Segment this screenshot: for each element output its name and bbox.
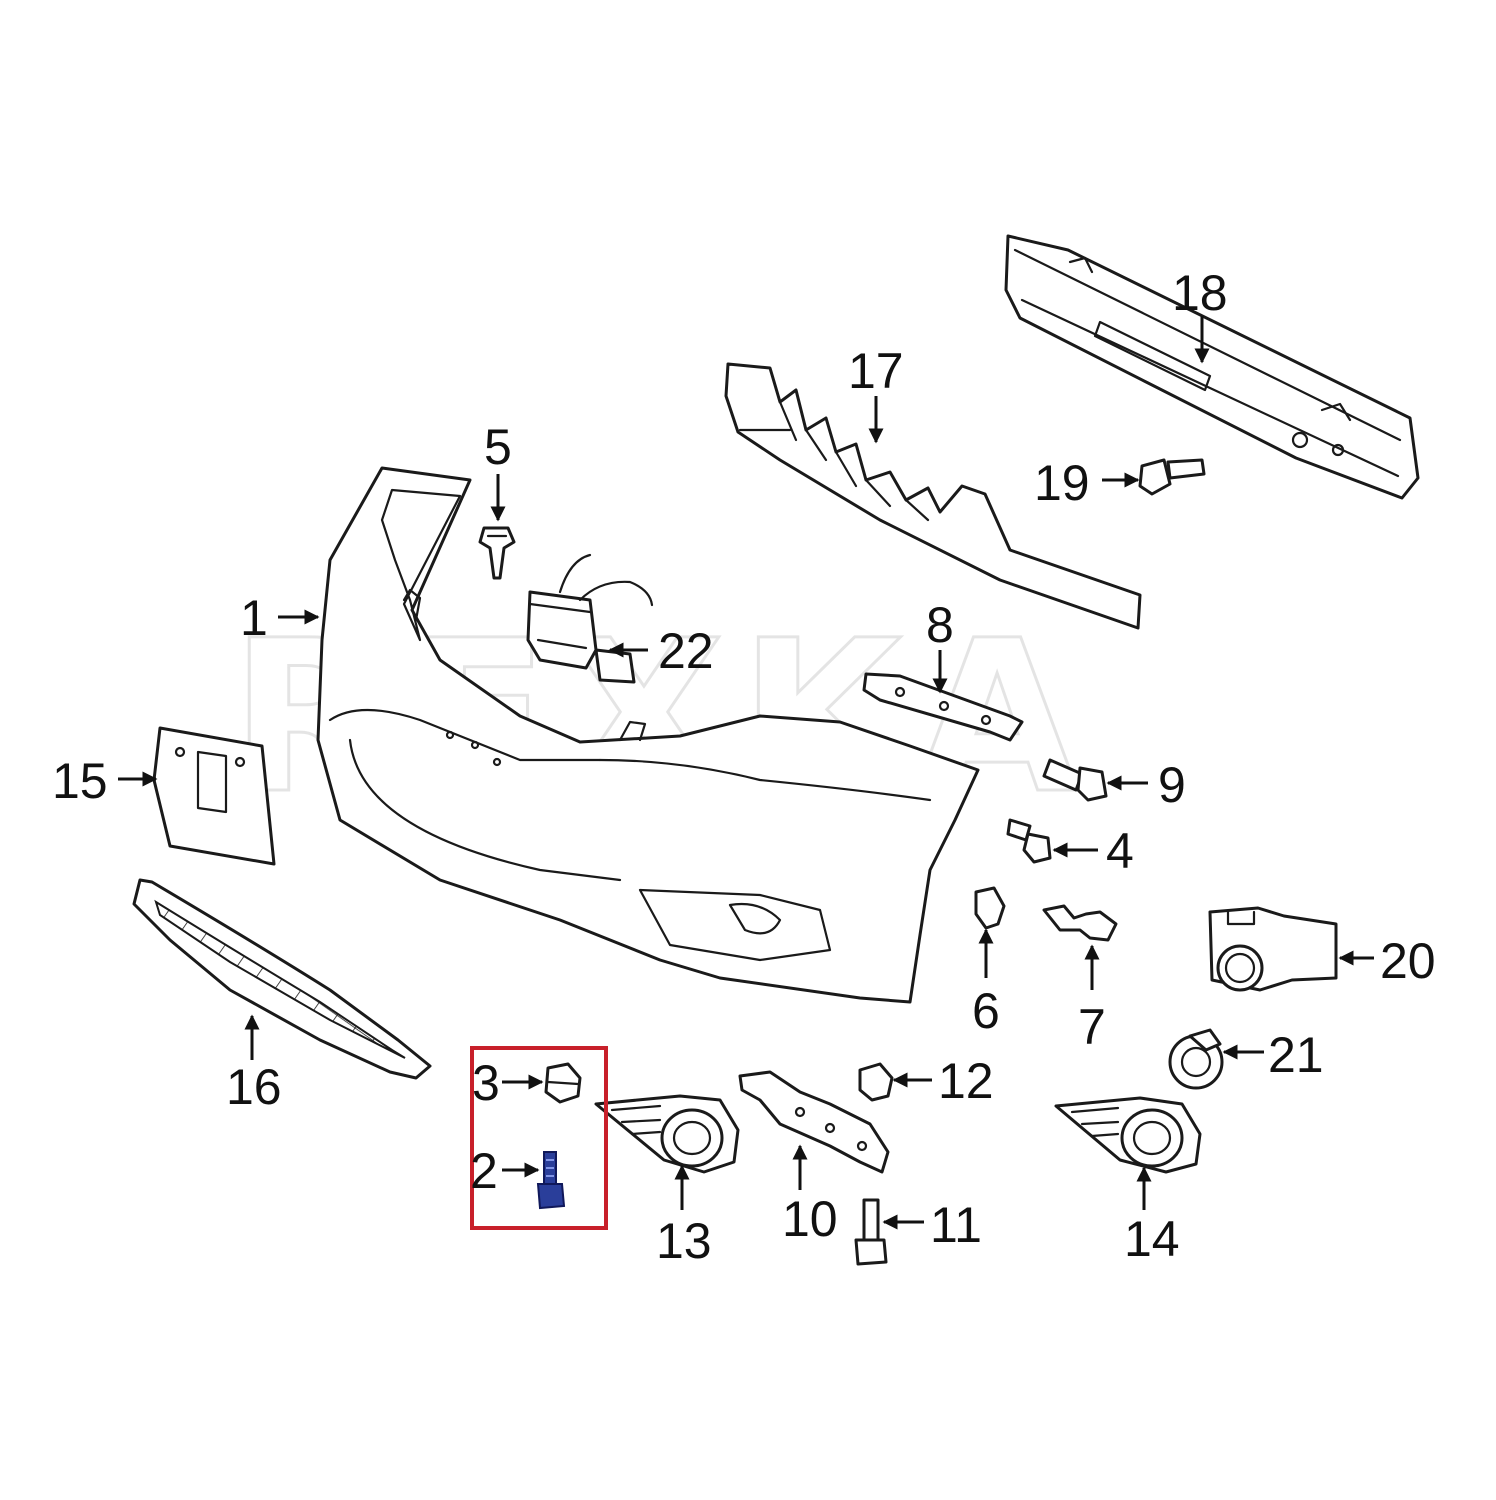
part-19-bolt[interactable]	[1138, 458, 1206, 496]
callout-5: 5	[484, 419, 512, 475]
part-4-screw[interactable]	[1006, 818, 1052, 864]
part-10-bracket[interactable]	[738, 1070, 890, 1174]
part-7-retainer[interactable]	[1042, 904, 1118, 942]
part-16-lower-grille[interactable]	[132, 878, 432, 1080]
part-3-nut[interactable]	[544, 1062, 582, 1104]
part-1-bumper-cover[interactable]	[316, 466, 980, 1004]
part-2-bolt-highlighted[interactable]	[536, 1151, 566, 1210]
part-22-sensor-module[interactable]	[526, 553, 654, 684]
callout-9: 9	[1158, 757, 1186, 813]
callout-22: 22	[658, 623, 714, 679]
part-11-bolt[interactable]	[854, 1198, 888, 1266]
callout-6: 6	[972, 983, 1000, 1039]
part-13-fog-lamp-bezel-left[interactable]	[594, 1094, 740, 1174]
callout-15: 15	[52, 753, 108, 809]
callout-11: 11	[930, 1197, 982, 1253]
part-18-reinforcement-beam[interactable]	[1004, 234, 1420, 500]
part-15-license-plate-bracket[interactable]	[152, 726, 276, 866]
callout-20: 20	[1380, 933, 1436, 989]
callout-10: 10	[782, 1191, 838, 1247]
part-5-clip[interactable]	[478, 526, 516, 580]
callout-14: 14	[1124, 1211, 1180, 1267]
part-9-bolt[interactable]	[1042, 758, 1108, 802]
callout-1: 1	[240, 590, 268, 646]
callout-19: 19	[1034, 455, 1090, 511]
highlight-box	[470, 1046, 608, 1230]
part-6-clip[interactable]	[974, 886, 1006, 930]
callout-7: 7	[1078, 999, 1106, 1055]
callout-13: 13	[656, 1213, 712, 1269]
callout-17: 17	[848, 343, 904, 399]
part-20-parking-sensor[interactable]	[1208, 906, 1338, 992]
callout-2: 2	[470, 1143, 498, 1199]
callout-labels: 1 5 22 17 18 19 8 9 4 15 6 7 20 21 16 12…	[52, 265, 1436, 1269]
leader-lines	[118, 316, 1374, 1230]
callout-12: 12	[938, 1053, 994, 1109]
part-12-clip[interactable]	[858, 1062, 894, 1102]
callout-4: 4	[1106, 823, 1134, 879]
part-17-energy-absorber[interactable]	[724, 362, 1142, 630]
part-14-fog-lamp-bezel-right[interactable]	[1054, 1096, 1202, 1174]
callout-21: 21	[1268, 1027, 1324, 1083]
callout-8: 8	[926, 597, 954, 653]
callout-18: 18	[1172, 265, 1228, 321]
callout-3: 3	[472, 1055, 500, 1111]
callout-16: 16	[226, 1059, 282, 1115]
part-21-sensor-retainer[interactable]	[1168, 1028, 1224, 1090]
